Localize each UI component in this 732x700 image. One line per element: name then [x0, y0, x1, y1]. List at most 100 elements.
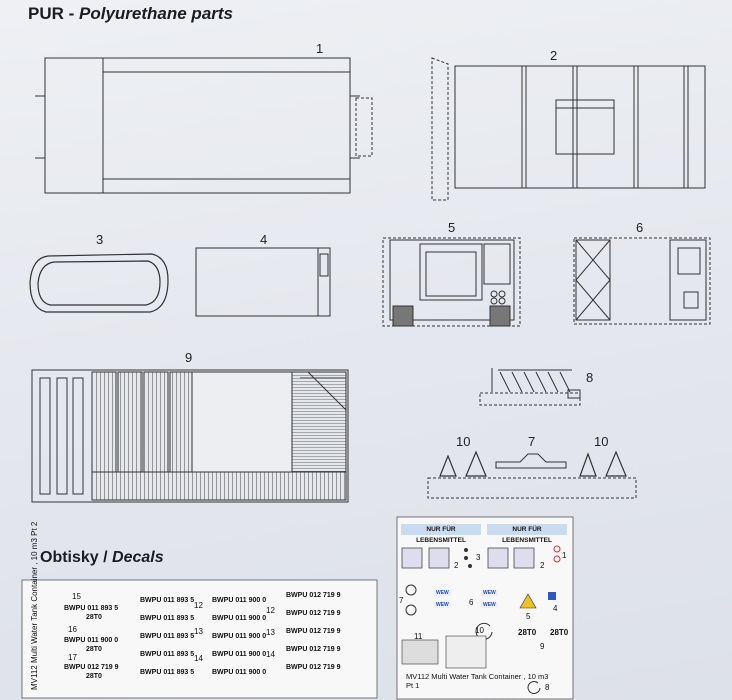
- decal-right-marker-9: 9: [540, 642, 545, 651]
- decal-brand-1: WEW: [434, 590, 451, 596]
- pur-heading-italic: Polyurethane parts: [79, 4, 234, 23]
- decal-check: 9: [336, 610, 341, 617]
- decal-check: 9: [336, 628, 341, 635]
- decal-check: 9: [114, 664, 119, 671]
- decal-left-c3-r5: BWPU 011 900 0: [212, 669, 266, 676]
- decal-check: 0: [262, 651, 267, 658]
- decal-check: 5: [190, 597, 195, 604]
- decal-right-marker-11: 11: [414, 632, 423, 641]
- decal-left-c2-r5: BWPU 011 893 5: [140, 669, 194, 676]
- part-number-9: 9: [185, 350, 192, 365]
- part-number-6: 6: [636, 220, 643, 235]
- decal-left-c3-r1: BWPU 011 900 0: [212, 597, 266, 604]
- decal-right-caption: MV112 Multi Water Tank Container , 10 m3…: [406, 672, 549, 690]
- decal-brand-2: WEW: [481, 590, 498, 596]
- decal-code: BWPU 011 893: [140, 597, 189, 604]
- part-number-2: 2: [550, 48, 557, 63]
- decal-check: 5: [190, 615, 195, 622]
- decal-left-c4-r5: BWPU 012 719 9: [286, 664, 341, 671]
- part-2: [431, 57, 706, 201]
- decal-check: 0: [262, 615, 267, 622]
- part-number-10-right: 10: [594, 434, 608, 449]
- decal-right-marker-7: 7: [399, 596, 404, 605]
- decal-code: BWPU 011 900: [212, 633, 261, 640]
- part-3: [29, 253, 169, 313]
- decal-right-marker-5: 5: [526, 612, 531, 621]
- decal-code: BWPU 011 900: [212, 615, 261, 622]
- part-8: [479, 368, 581, 406]
- decal-check: 0: [262, 669, 267, 676]
- decal-left-c2-r1: BWPU 011 893 5: [140, 597, 194, 604]
- part-6: [573, 237, 711, 325]
- decal-code: BWPU 011 893: [140, 669, 189, 676]
- decal-right-symbols: [401, 545, 561, 694]
- decal-marker-13-a: 13: [194, 627, 203, 636]
- part-10-right: [579, 450, 627, 477]
- decal-code: BWPU 012 719: [286, 646, 335, 653]
- decal-code: BWPU 011 893: [64, 605, 113, 612]
- decal-sheet-right: [396, 516, 574, 700]
- decal-marker-17: 17: [68, 653, 77, 662]
- decal-code: BWPU 011 893: [140, 651, 189, 658]
- decal-left-c2-r4: BWPU 011 893 5: [140, 651, 194, 658]
- decal-right-marker-2b: 2: [540, 561, 545, 570]
- decal-brand-4: WEW: [481, 602, 498, 608]
- decal-code: BWPU 011 900: [64, 637, 113, 644]
- pur-heading-bold: PUR: [28, 4, 64, 23]
- decal-marker-15: 15: [72, 592, 81, 601]
- decal-check: 9: [336, 592, 341, 599]
- decal-left-c1-r1-sub: 28T0: [86, 614, 102, 621]
- decal-right-marker-6: 6: [469, 598, 474, 607]
- decal-left-c2-r3: BWPU 011 893 5: [140, 633, 194, 640]
- decal-check: 0: [262, 597, 267, 604]
- decal-check: 9: [336, 646, 341, 653]
- decal-marker-12-a: 12: [194, 601, 203, 610]
- decal-code: BWPU 011 900: [212, 597, 261, 604]
- decal-left-c4-r2: BWPU 012 719 9: [286, 610, 341, 617]
- decal-left-c3-r2: BWPU 011 900 0: [212, 615, 266, 622]
- decal-marker-12-b: 12: [266, 606, 275, 615]
- decals-heading-italic: Decals: [112, 549, 164, 566]
- part-9: [31, 369, 349, 503]
- decal-left-c4-r4: BWPU 012 719 9: [286, 646, 341, 653]
- decal-left-c4-r1: BWPU 012 719 9: [286, 592, 341, 599]
- part-number-1: 1: [316, 41, 323, 56]
- decal-left-c3-r4: BWPU 011 900 0: [212, 651, 266, 658]
- decal-right-marker-3: 3: [476, 553, 481, 562]
- decals-heading: Obtisky / Decals: [40, 549, 164, 566]
- decal-sheet-left: [21, 579, 378, 699]
- decal-marker-16: 16: [68, 625, 77, 634]
- decal-check: 5: [114, 605, 119, 612]
- part-number-8: 8: [586, 370, 593, 385]
- decal-left-c1-r1: BWPU 011 893 5: [64, 605, 118, 612]
- decal-left-c1-r3: BWPU 012 719 9: [64, 664, 119, 671]
- decal-left-c4-r3: BWPU 012 719 9: [286, 628, 341, 635]
- pur-heading: PUR - Polyurethane parts: [28, 4, 234, 23]
- decal-banner-1: NUR FÜR LEBENSMITTEL: [401, 524, 481, 544]
- part-1: [35, 57, 373, 194]
- decal-marker-13-b: 13: [266, 628, 275, 637]
- decal-check: 0: [262, 633, 267, 640]
- part-10-left: [439, 450, 487, 477]
- decal-right-code-1: 28T0: [518, 628, 537, 637]
- decal-code: BWPU 011 893: [140, 615, 189, 622]
- decal-right-code-2: 28T0: [550, 628, 569, 637]
- decal-left-c3-r3: BWPU 011 900 0: [212, 633, 266, 640]
- decal-marker-14-a: 14: [194, 654, 203, 663]
- decal-right-marker-1: 1: [562, 551, 567, 560]
- decal-right-marker-2a: 2: [454, 561, 459, 570]
- decal-check: 0: [114, 637, 119, 644]
- decal-code: BWPU 012 719: [286, 628, 335, 635]
- decal-code: BWPU 012 719: [64, 664, 113, 671]
- decal-banner-2: NUR FÜR LEBENSMITTEL: [487, 524, 567, 544]
- part-number-5: 5: [448, 220, 455, 235]
- decal-code: BWPU 012 719: [286, 592, 335, 599]
- decal-marker-14-b: 14: [266, 650, 275, 659]
- decal-left-c1-r2: BWPU 011 900 0: [64, 637, 118, 644]
- decal-brand-3: WEW: [434, 602, 451, 608]
- decal-check: 9: [336, 664, 341, 671]
- decal-check: 5: [190, 651, 195, 658]
- decal-check: 5: [190, 633, 195, 640]
- part-number-7: 7: [528, 434, 535, 449]
